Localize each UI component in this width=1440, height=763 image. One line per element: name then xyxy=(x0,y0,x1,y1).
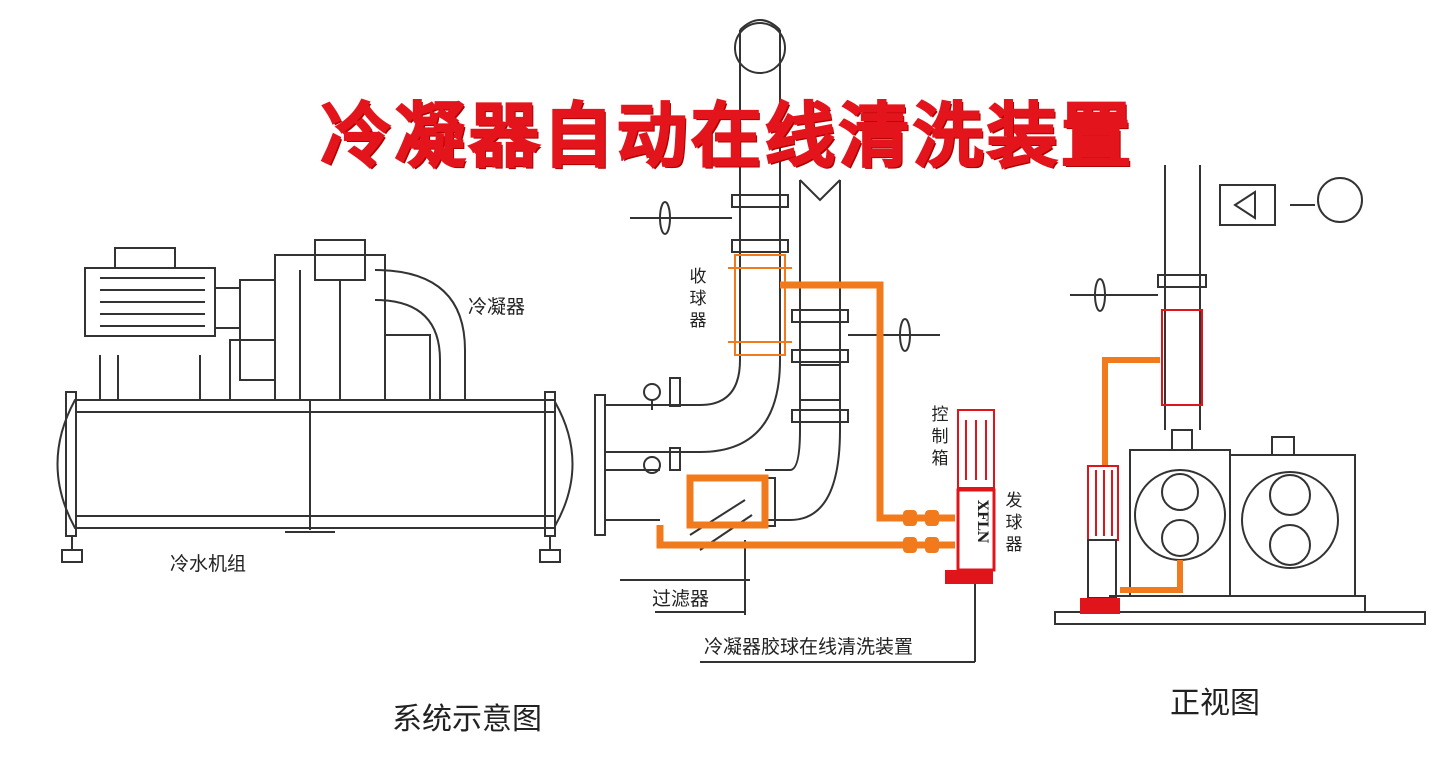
front-launcher-base xyxy=(1080,598,1120,614)
ball-launcher xyxy=(700,409,996,663)
label-filter: 过滤器 xyxy=(652,588,710,610)
front-view-drawing xyxy=(1054,165,1426,625)
label-ball-collector: 收球器 xyxy=(689,267,707,331)
caption-front-view: 正视图 xyxy=(1170,686,1260,721)
label-control-box: 控制箱 xyxy=(931,405,949,469)
page-title: 冷凝器自动在线清洗装置 xyxy=(320,94,1135,178)
label-condenser: 冷凝器 xyxy=(468,296,526,318)
chiller-unit xyxy=(56,239,574,563)
label-ball-launcher: 发球器 xyxy=(1005,491,1023,555)
outlet-piping xyxy=(594,19,940,536)
orange-pipes xyxy=(656,281,955,549)
filter-strainer xyxy=(620,477,776,615)
device-mark: XFLN xyxy=(974,500,990,544)
label-chiller-unit: 冷水机组 xyxy=(170,553,247,575)
ball-collector-body xyxy=(734,254,786,356)
caption-system-view: 系统示意图 xyxy=(392,702,542,737)
label-device-name: 冷凝器胶球在线清洗装置 xyxy=(704,636,914,658)
